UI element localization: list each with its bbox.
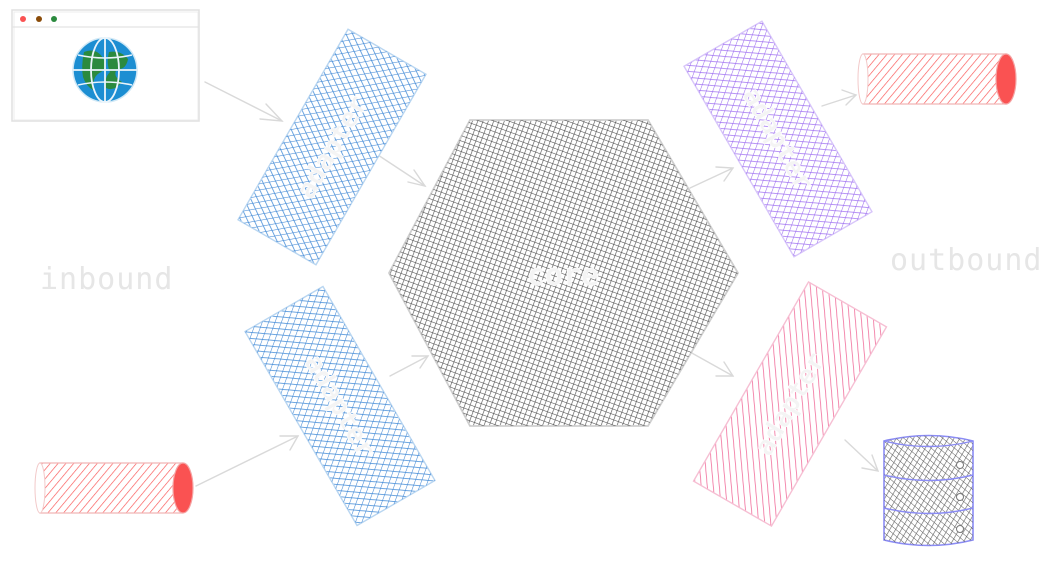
window-minimize-dot: [36, 16, 42, 22]
window-close-dot: [20, 16, 26, 22]
outbound-queue-pipe: [857, 53, 1017, 105]
pipe-end-cap: [995, 53, 1017, 105]
arrow-browser-to-adapter: [204, 81, 284, 122]
outbound-adapter-bottom: adapter: [692, 280, 888, 528]
window-maximize-dot: [51, 16, 57, 22]
arrow-pipe-to-adapter: [195, 435, 300, 487]
arrow-adapter-to-pipe: [821, 89, 858, 107]
arrow-adapter-to-core-top: [377, 154, 427, 188]
arrow-core-to-adapter-bottom: [689, 351, 735, 377]
database-cylinder: [883, 434, 974, 547]
arrow-core-to-adapter-top: [689, 166, 735, 189]
inbound-queue-pipe: [34, 462, 194, 514]
globe-icon: [72, 37, 138, 103]
inbound-adapter-top: adapter: [237, 28, 427, 266]
outbound-label: outbound: [890, 243, 1043, 278]
browser-window: [11, 9, 200, 122]
connection-arrows: [195, 81, 880, 487]
inbound-label: inbound: [40, 262, 174, 297]
arrow-adapter-to-database: [844, 439, 880, 472]
pipe-end-cap: [172, 462, 194, 514]
inbound-adapter-bottom: adapter: [244, 285, 436, 527]
core-label: core: [527, 258, 599, 293]
outbound-adapter-top: adapter: [683, 20, 873, 258]
arrow-adapter-to-core-bottom: [389, 355, 430, 377]
core-hexagon: core: [387, 119, 740, 427]
